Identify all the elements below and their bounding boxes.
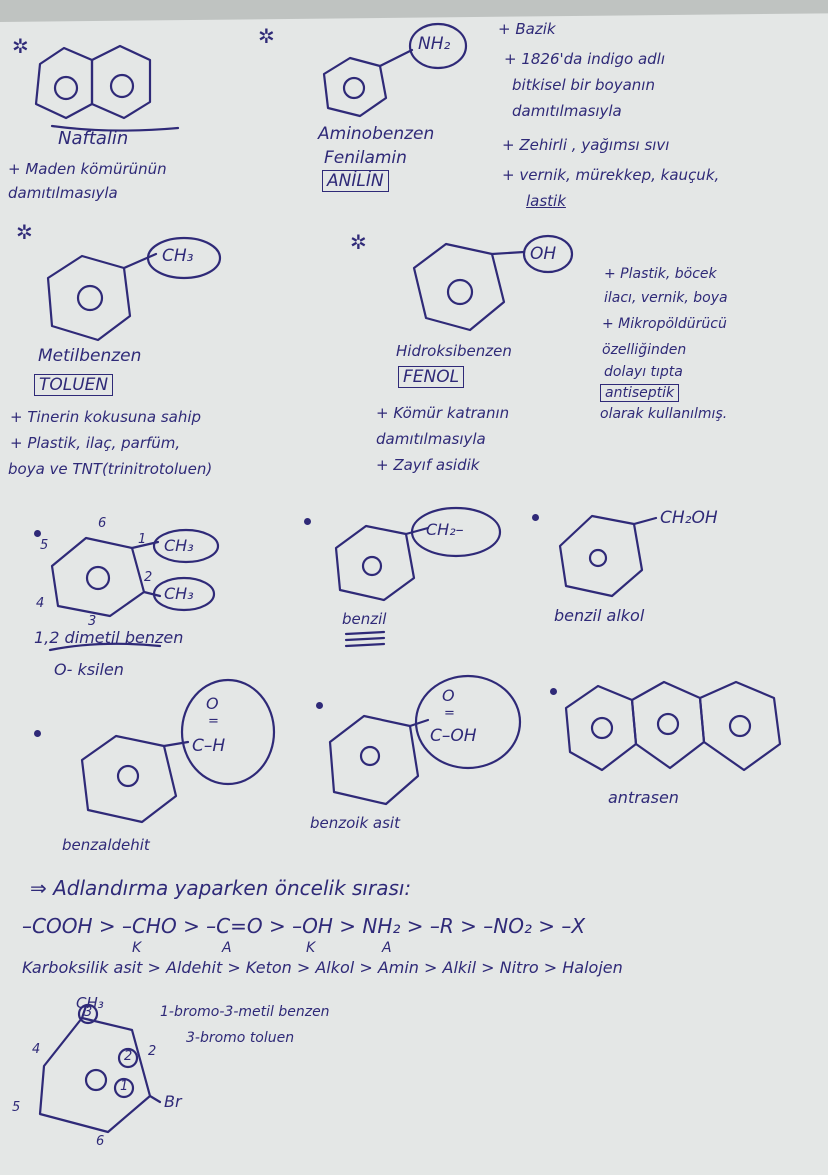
ksilen-number: 5 (40, 538, 49, 553)
priority-mark: K (306, 940, 316, 956)
priority-mark: K (132, 940, 142, 956)
benzyl-alcohol-structure (558, 514, 658, 598)
anilin-name-2: Fenilamin (324, 148, 407, 168)
anilin-note: + 1826'da indigo adlı (504, 50, 665, 68)
toluen-name-2: TOLUEN (34, 374, 114, 396)
fenol-use: + Mikropöldürücü (602, 316, 727, 332)
priority-names: Karboksilik asit > Aldehit > Keton > Alk… (22, 958, 623, 977)
bullet (34, 730, 41, 737)
circled-number: 1 (120, 1079, 129, 1094)
ksilen-number: 3 (88, 614, 97, 629)
circled-number: 2 (124, 1049, 133, 1064)
naftalin-note-2: damıtılmasıyla (8, 184, 118, 202)
ring-number: 5 (12, 1100, 21, 1115)
benzaldehyde-structure (80, 678, 276, 824)
ksilen-sub1: CH₃ (164, 536, 194, 555)
anilin-note: + Zehirli , yağımsı sıvı (502, 136, 670, 154)
bullet (34, 530, 41, 537)
toluen-note: + Plastik, ilaç, parfüm, (10, 434, 181, 452)
asit-o: O (442, 686, 455, 705)
fenol-use: antiseptik (600, 384, 680, 402)
ksilen-name-2: O- ksilen (54, 660, 124, 679)
bullet (532, 514, 539, 521)
priority-sequence: –COOH > –CHO > –C=O > –OH > NH₂ > –R > –… (22, 914, 586, 938)
fenol-use: özelliğinden (602, 342, 687, 358)
toluen-note: + Tinerin kokusuna sahip (10, 408, 202, 426)
anilin-name-1: Aminobenzen (318, 124, 435, 144)
asit-name: benzoik asit (310, 814, 400, 832)
benzil-group: CH₂– (426, 520, 464, 539)
toluen-name-1: Metilbenzen (38, 346, 142, 366)
star-icon: ✲ (16, 220, 33, 244)
anilin-note: + Bazik (498, 20, 556, 38)
anilin-note: lastik (526, 192, 566, 210)
fenol-note: + Zayıf asidik (376, 456, 480, 474)
fenol-note: damıtılmasıyla (376, 430, 486, 448)
bromo-name-1: 1-bromo-3-metil benzen (160, 1004, 330, 1020)
anilin-group: NH₂ (418, 34, 451, 54)
naftalin-name: Naftalin (58, 128, 129, 149)
phenol-structure (412, 234, 574, 332)
fenol-name-2: FENOL (398, 366, 465, 388)
bromo-group-top: CH₃ (76, 994, 104, 1012)
anilin-note: damıtılmasıyla (512, 102, 622, 120)
benzil-alkol-name: benzil alkol (554, 606, 645, 625)
ksilen-name-1: 1,2 dimetil benzen (34, 628, 184, 647)
anilin-note: bitkisel bir boyanın (512, 76, 655, 94)
fenol-use: + Plastik, böcek (604, 266, 717, 282)
benzil-name: benzil (342, 610, 387, 628)
aldehit-group: C–H (192, 736, 226, 756)
bromotoluene-structure (38, 1003, 162, 1134)
fenol-note: + Kömür katranın (376, 404, 510, 422)
bromo-group-br: Br (164, 1092, 182, 1111)
fenol-group: OH (530, 244, 557, 264)
anthracene-structure (564, 680, 782, 772)
toluene-structure (46, 236, 222, 342)
ring-number: 6 (96, 1134, 105, 1149)
star-icon: ✲ (350, 230, 367, 254)
double-bond-mark: = (444, 706, 455, 721)
star-icon: ✲ (12, 34, 29, 58)
ring-number: 2 (148, 1044, 157, 1059)
ksilen-number: 4 (36, 596, 45, 611)
bullet (550, 688, 557, 695)
asit-group: C–OH (430, 726, 477, 746)
toluen-note: boya ve TNT(trinitrotoluen) (8, 460, 213, 478)
fenol-use: dolayı tıpta (604, 364, 683, 380)
double-bond-mark: = (208, 714, 219, 729)
naftalin-note-1: + Maden kömürünün (8, 160, 167, 178)
fenol-name-1: Hidroksibenzen (396, 342, 512, 360)
aldehit-o: O (206, 694, 219, 713)
antrasen-name: antrasen (608, 788, 679, 807)
fenol-use: ilacı, vernik, boya (604, 290, 728, 306)
bromo-name-2: 3-bromo toluen (186, 1030, 295, 1046)
o-xylene-structure (48, 528, 220, 652)
benzoic-acid-structure (328, 674, 522, 806)
ksilen-number: 1 (138, 532, 147, 547)
anilin-name-3: ANİLİN (322, 170, 389, 192)
naphthalene-structure (34, 44, 180, 132)
circled-number: 3 (84, 1005, 93, 1020)
ksilen-number: 6 (98, 516, 107, 531)
anilin-note: + vernik, mürekkep, kauçuk, (502, 166, 720, 184)
ksilen-number: 2 (144, 570, 153, 585)
benzyl-structure (334, 506, 502, 648)
priority-mark: A (382, 940, 392, 956)
star-icon: ✲ (258, 24, 275, 48)
bullet (316, 702, 323, 709)
bullet (304, 518, 311, 525)
ring-number: 4 (32, 1042, 41, 1057)
ksilen-sub2: CH₃ (164, 584, 194, 603)
aniline-structure (322, 22, 468, 118)
priority-heading: ⇒ Adlandırma yaparken öncelik sırası: (30, 876, 412, 900)
benzil-alkol-group: CH₂OH (660, 508, 718, 528)
aldehit-name: benzaldehit (62, 836, 150, 854)
toluen-group: CH₃ (162, 246, 194, 266)
fenol-use: olarak kullanılmış. (600, 406, 728, 422)
priority-mark: A (222, 940, 232, 956)
